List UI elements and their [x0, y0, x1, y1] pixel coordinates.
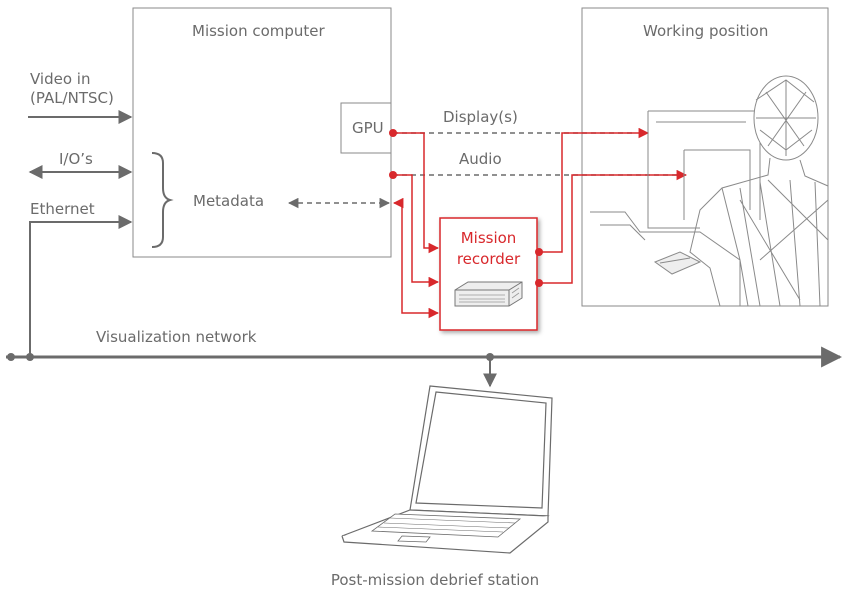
operator-workstation-illustration [590, 75, 829, 307]
debrief-station-label: Post-mission debrief station [330, 571, 540, 589]
laptop-icon [341, 385, 553, 554]
metadata-label: Metadata [193, 192, 265, 210]
display-label: Display(s) [443, 108, 518, 126]
visualization-network-label: Visualization network [96, 328, 257, 346]
audio-label: Audio [459, 150, 502, 168]
recorder-device-icon [454, 281, 523, 307]
network-left-dot [7, 353, 15, 361]
mission-recorder-label-line2: recorder [456, 250, 521, 268]
mission-recorder-label-line1: Mission [460, 229, 517, 247]
video-in-format-label: (PAL/NTSC) [30, 89, 114, 107]
working-position-title: Working position [643, 22, 769, 40]
ethernet-label: Ethernet [30, 200, 95, 218]
audio-to-recorder-line [393, 174, 440, 288]
gpu-to-recorder-line [393, 132, 440, 254]
gpu-box [340, 102, 392, 154]
ios-label: I/O’s [59, 150, 93, 168]
metadata-brace [151, 152, 174, 248]
mission-recorder-box [439, 217, 538, 331]
metadata-to-recorder-line [392, 197, 440, 319]
ethernet-arrow [29, 215, 133, 357]
mission-computer-title: Mission computer [192, 22, 325, 40]
gpu-label: GPU [352, 119, 384, 137]
recorder-to-display-line [539, 127, 650, 253]
ethernet-network-dot [26, 353, 34, 361]
recorder-to-audio-line [539, 169, 688, 284]
video-in-label: Video in [30, 70, 91, 88]
